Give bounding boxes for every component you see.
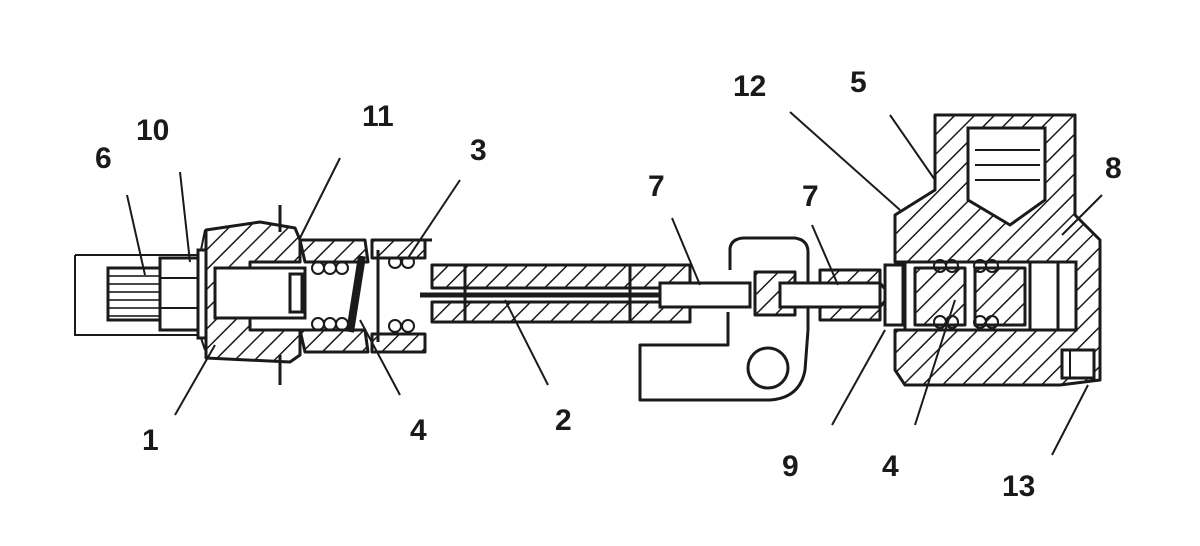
lock-nut	[158, 256, 202, 332]
central-tube	[420, 263, 692, 324]
left-housing-assembly	[74, 205, 432, 385]
clevis-top	[728, 236, 810, 330]
label-9: 9	[782, 450, 799, 483]
end-plug	[1028, 260, 1060, 332]
label-4-left: 4	[410, 414, 427, 447]
label-3: 3	[470, 134, 487, 167]
leader-lines	[126, 111, 1103, 456]
connector-pin-right	[778, 281, 882, 309]
label-4-right: 4	[882, 450, 899, 483]
spring-right	[933, 259, 999, 329]
label-7-right: 7	[802, 180, 819, 213]
inlet-port	[966, 126, 1047, 227]
label-1: 1	[142, 424, 159, 457]
seal-ring	[883, 263, 905, 327]
label-6: 6	[95, 142, 112, 175]
label-11: 11	[362, 100, 394, 133]
tube-lower-wall	[430, 300, 692, 324]
label-5: 5	[850, 66, 867, 99]
right-housing-assembly	[883, 113, 1102, 387]
seal-13	[1060, 348, 1096, 380]
pin	[346, 255, 366, 333]
label-13: 13	[1002, 470, 1035, 503]
valve-piston-right	[973, 266, 1027, 327]
label-12: 12	[733, 70, 766, 103]
spring-left	[311, 255, 415, 333]
valve-body	[893, 113, 1102, 387]
spring-cage-bottom	[298, 328, 370, 354]
clevis-eye	[746, 346, 790, 390]
middle-connector	[638, 236, 892, 402]
label-7-left: 7	[648, 170, 665, 203]
connector-pin-left	[658, 281, 752, 309]
callout-labels: 6 10 11 3 1 4 2 7 7 12 5 8 9 4 13	[95, 66, 1122, 503]
label-8: 8	[1105, 152, 1122, 185]
spring-cage-top	[298, 238, 370, 264]
label-2: 2	[555, 404, 572, 437]
label-10: 10	[136, 114, 169, 147]
tube-upper-wall	[430, 263, 692, 290]
